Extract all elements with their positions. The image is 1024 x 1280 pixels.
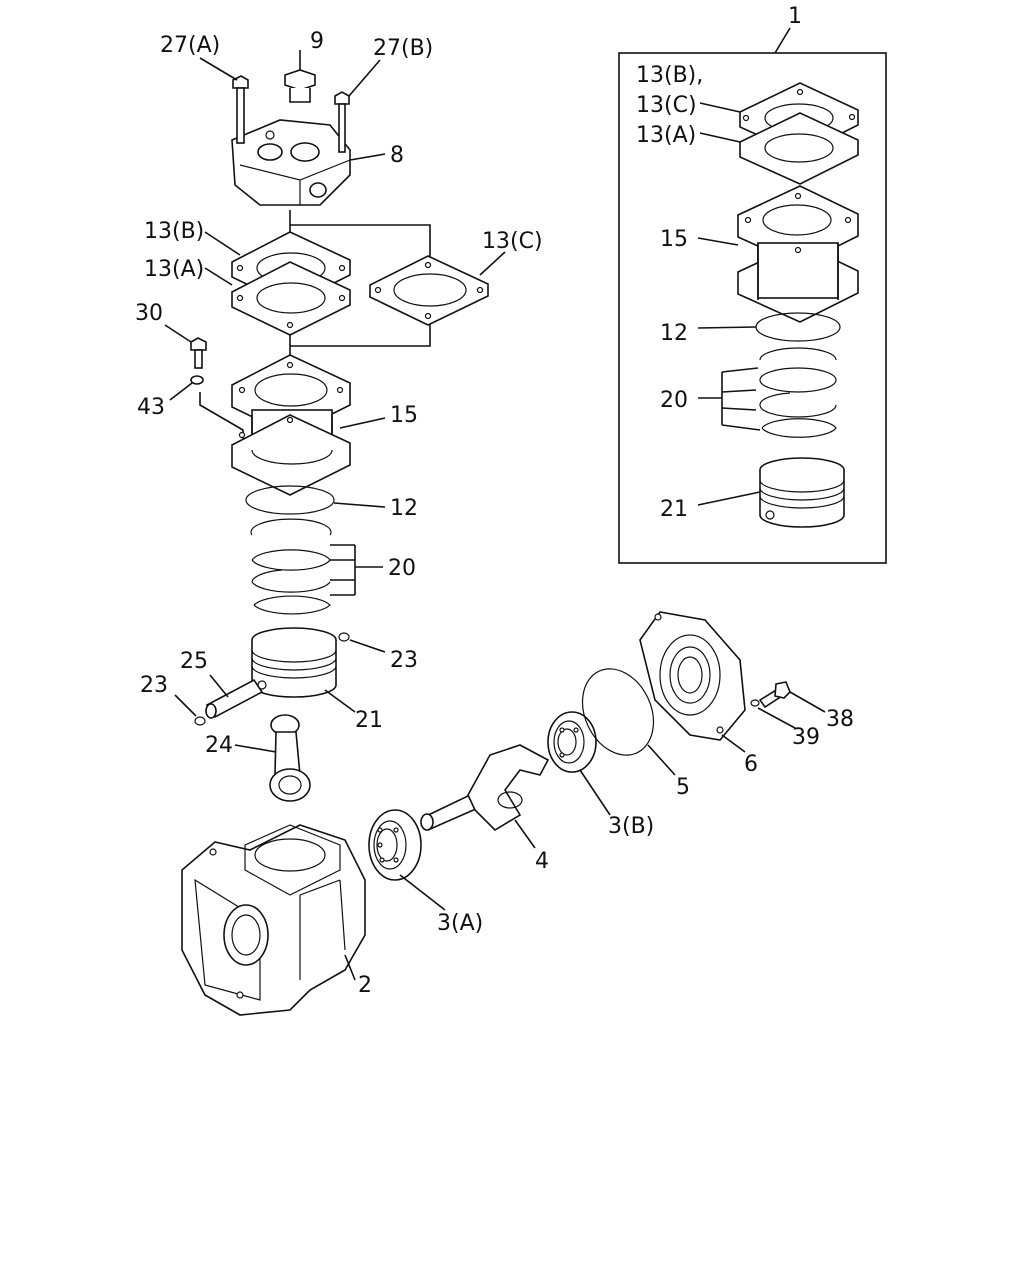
kit-inset	[618, 52, 887, 564]
label-24: 24	[205, 733, 233, 758]
kit-label-20: 20	[660, 388, 688, 413]
label-12: 12	[390, 496, 418, 521]
label-23-right: 23	[390, 648, 418, 673]
label-13-a: 13(A)	[144, 257, 204, 282]
label-30: 30	[135, 301, 163, 326]
gasket-13-a	[231, 261, 351, 336]
kit-gasket-13-a	[739, 112, 859, 185]
washer-39	[750, 699, 760, 707]
bearing-3-b	[547, 711, 597, 773]
label-38: 38	[826, 707, 854, 732]
label-27-a: 27(A)	[160, 33, 220, 58]
o-ring-12	[245, 485, 335, 515]
label-20: 20	[388, 556, 416, 581]
bearing-3-a	[368, 809, 422, 881]
label-23-left: 23	[140, 673, 168, 698]
label-8: 8	[390, 143, 404, 168]
head-plug-9	[284, 69, 316, 103]
o-ring-5	[581, 668, 655, 756]
label-3-a: 3(A)	[437, 911, 483, 936]
circlip-23-right	[338, 632, 350, 642]
gasket-13-c	[369, 255, 489, 326]
washer-43	[190, 375, 204, 385]
label-13-c: 13(C)	[482, 229, 543, 254]
label-39: 39	[792, 725, 820, 750]
label-27-b: 27(B)	[373, 36, 433, 61]
bearing-cover-6	[639, 611, 746, 741]
connecting-rod-24	[269, 714, 311, 802]
kit-label-13-a: 13(A)	[636, 123, 696, 148]
cylinder-head	[231, 119, 351, 206]
crankcase-2	[181, 824, 366, 1016]
label-1: 1	[788, 4, 802, 29]
piston-21	[251, 627, 337, 698]
label-15: 15	[390, 403, 418, 428]
circlip-23-left	[194, 716, 206, 726]
label-3-b: 3(B)	[608, 814, 654, 839]
label-43: 43	[137, 395, 165, 420]
kit-label-13-c: 13(C)	[636, 93, 697, 118]
kit-label-12: 12	[660, 321, 688, 346]
crankshaft-4	[420, 744, 550, 832]
label-4: 4	[535, 849, 549, 874]
kit-piston	[759, 457, 845, 528]
kit-label-13-b: 13(B),	[636, 63, 703, 88]
cylinder-15	[231, 354, 351, 496]
kit-piston-rings	[759, 347, 837, 438]
kit-label-21: 21	[660, 497, 688, 522]
bolt-38	[758, 681, 791, 709]
label-2: 2	[358, 973, 372, 998]
label-13-b: 13(B)	[144, 219, 204, 244]
bolt-30	[190, 337, 207, 369]
bolt-27-a	[232, 75, 249, 144]
label-25: 25	[180, 649, 208, 674]
label-5: 5	[676, 775, 690, 800]
label-6: 6	[744, 752, 758, 777]
piston-pin-25	[205, 678, 264, 719]
label-9: 9	[310, 29, 324, 54]
bolt-27-b	[334, 91, 350, 153]
piston-rings-20	[250, 518, 332, 615]
kit-label-15: 15	[660, 227, 688, 252]
kit-inset-frame	[618, 52, 887, 564]
label-21: 21	[355, 708, 383, 733]
callout-labels: 27(A) 9 27(B) 8 13(B) 13(A) 13(C) 30 43 …	[135, 4, 854, 998]
kit-cylinder	[737, 185, 859, 323]
